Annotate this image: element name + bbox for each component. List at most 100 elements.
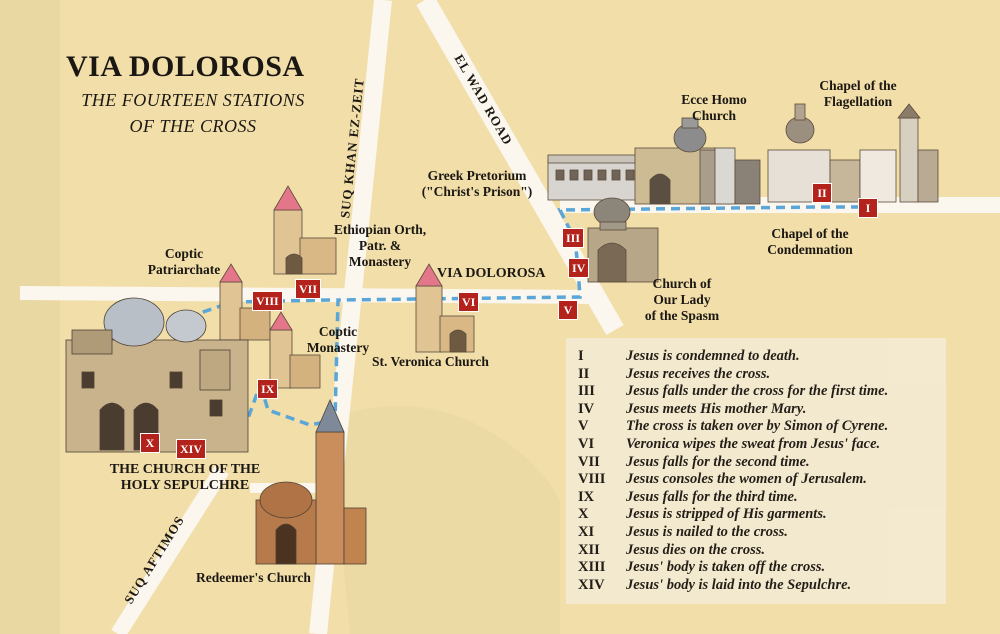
legend-station-text: Jesus' body is laid into the Sepulchre. [626,576,852,593]
route-main [260,205,860,427]
station-marker-vii[interactable]: VII [295,279,322,299]
legend-station-number: XIII [578,559,606,576]
spasm-church [587,197,659,283]
label-spasm-line3: of the Spasm [644,308,720,323]
legend-row: IX Jesus falls for the third time. [578,489,798,507]
legend-station-number: XI [578,524,595,540]
legend-station-text: Jesus is condemned to death. [626,348,800,364]
map-subtitle-line1: THE FOURTEEN STATIONS [81,90,305,110]
legend-station-number: IX [578,488,595,505]
label-greek-pretorium-line2: ("Christ's Prison") [421,184,533,199]
legend-row: XIV Jesus' body is laid into the Sepulchr… [578,577,851,595]
label-holy-sepulchre-line2: HOLY SEPULCHRE [120,478,250,493]
legend-station-text: Jesus falls for the third time. [626,488,798,505]
legend-station-text: Jesus is nailed to the cross. [626,524,788,540]
label-greek-pretorium: Greek Pretorium ("Christ's Prison") [412,168,542,200]
station-marker-x[interactable]: X [140,433,160,453]
legend-row: XII Jesus dies on the cross. [578,542,765,560]
ethiopian-monastery [273,185,337,275]
legend-station-number: IV [578,400,595,417]
label-ethiopian-line2: Patr. & [358,238,402,253]
label-ethiopian-line3: Monastery [348,254,412,269]
legend-station-number: II [578,365,590,382]
label-veronica: St. Veronica Church [372,354,489,369]
legend-station-number: I [578,348,584,364]
label-flagellation-line2: Flagellation [823,94,893,109]
legend-station-text: Jesus falls under the cross for the firs… [626,383,889,400]
legend-row: I Jesus is condemned to death. [578,348,800,366]
veronica-church [415,263,475,353]
label-holy-sepulchre: THE CHURCH OF THE HOLY SEPULCHRE [98,462,272,494]
legend-row: VIII Jesus consoles the women of Jerusale… [578,471,867,489]
legend-station-number: VII [578,453,600,470]
legend-row: II Jesus receives the cross. [578,366,770,384]
stations-legend: I Jesus is condemned to death. II Jesus rec… [566,338,946,604]
coptic-monastery [269,311,321,389]
station-marker-xiv[interactable]: XIV [176,439,207,459]
legend-row: XIII Jesus' body is taken off the cross. [578,559,825,577]
label-coptic-monastery-line1: Coptic [318,324,358,339]
legend-row: VII Jesus falls for the second time. [578,454,810,472]
label-ecce-homo: Ecce Homo Church [666,92,762,124]
legend-station-text: Jesus is stripped of His garments. [626,506,827,523]
label-condemnation-line2: Condemnation [767,242,853,257]
legend-station-text: Jesus falls for the second time. [626,453,810,470]
legend-row: X Jesus is stripped of His garments. [578,506,827,524]
label-condemnation: Chapel of the Condemnation [752,226,868,258]
redeemers-church [255,399,367,565]
label-coptic-patriarchate-line2: Patriarchate [147,262,221,277]
label-spasm: Church of Our Lady of the Spasm [632,276,732,324]
station-marker-viii[interactable]: VIII [252,291,283,311]
legend-row: XI Jesus is nailed to the cross. [578,524,788,542]
label-redeemer: Redeemer's Church [196,570,311,585]
label-flagellation: Chapel of the Flagellation [806,78,910,110]
label-flagellation-line1: Chapel of the [819,78,897,93]
legend-station-number: X [578,506,589,523]
label-ecce-homo-line1: Ecce Homo [681,92,747,107]
legend-station-text: Jesus dies on the cross. [626,541,765,558]
legend-row: III Jesus falls under the cross for the f… [578,383,888,401]
label-ethiopian-line1: Ethiopian Orth, [333,222,427,237]
station-marker-v[interactable]: V [558,300,578,320]
label-spasm-line2: Our Lady [653,292,711,307]
ecce-homo-complex [547,117,761,205]
station-marker-iii[interactable]: III [562,228,585,248]
legend-row: VI Veronica wipes the sweat from Jesus' f… [578,436,880,454]
map-subtitle-line2: OF THE CROSS [129,116,257,136]
legend-station-text: Jesus receives the cross. [626,365,771,382]
street-label-via-dolorosa: VIA DOLOROSA [437,266,546,281]
legend-station-number: XIV [578,576,605,593]
label-coptic-patriarchate-line1: Coptic [164,246,204,261]
station-marker-ii[interactable]: II [812,183,832,203]
legend-row: IV Jesus meets His mother Mary. [578,401,806,419]
label-coptic-monastery-line2: Monastery [306,340,370,355]
legend-station-text: Jesus consoles the women of Jerusalem. [626,471,867,488]
legend-station-number: VIII [578,471,606,488]
label-holy-sepulchre-line1: THE CHURCH OF THE [109,462,261,477]
station-marker-i[interactable]: I [858,198,878,218]
station-marker-iv[interactable]: IV [568,258,590,278]
label-greek-pretorium-line1: Greek Pretorium [427,168,527,183]
label-condemnation-line1: Chapel of the [771,226,849,241]
label-spasm-line1: Church of [652,276,712,291]
holy-sepulchre [65,297,249,453]
coptic-patriarchate [219,263,271,341]
legend-station-number: V [578,418,589,435]
label-ethiopian: Ethiopian Orth, Patr. & Monastery [322,222,438,270]
station-marker-ix[interactable]: IX [257,379,279,399]
street-suq-aftimos [111,465,229,634]
legend-station-number: XII [578,541,600,558]
label-coptic-monastery: Coptic Monastery [296,324,380,356]
legend-station-number: VI [578,436,595,452]
station-marker-vi[interactable]: VI [458,292,480,312]
legend-station-text: Veronica wipes the sweat from Jesus' fac… [626,436,881,452]
legend-station-text: Jesus' body is taken off the cross. [626,559,826,576]
label-ecce-homo-line2: Church [691,108,736,123]
legend-station-text: Jesus meets His mother Mary. [626,400,807,417]
legend-station-number: III [578,383,595,400]
map-title: VIA DOLOROSA [66,50,305,83]
label-coptic-patriarchate: Coptic Patriarchate [134,246,234,278]
